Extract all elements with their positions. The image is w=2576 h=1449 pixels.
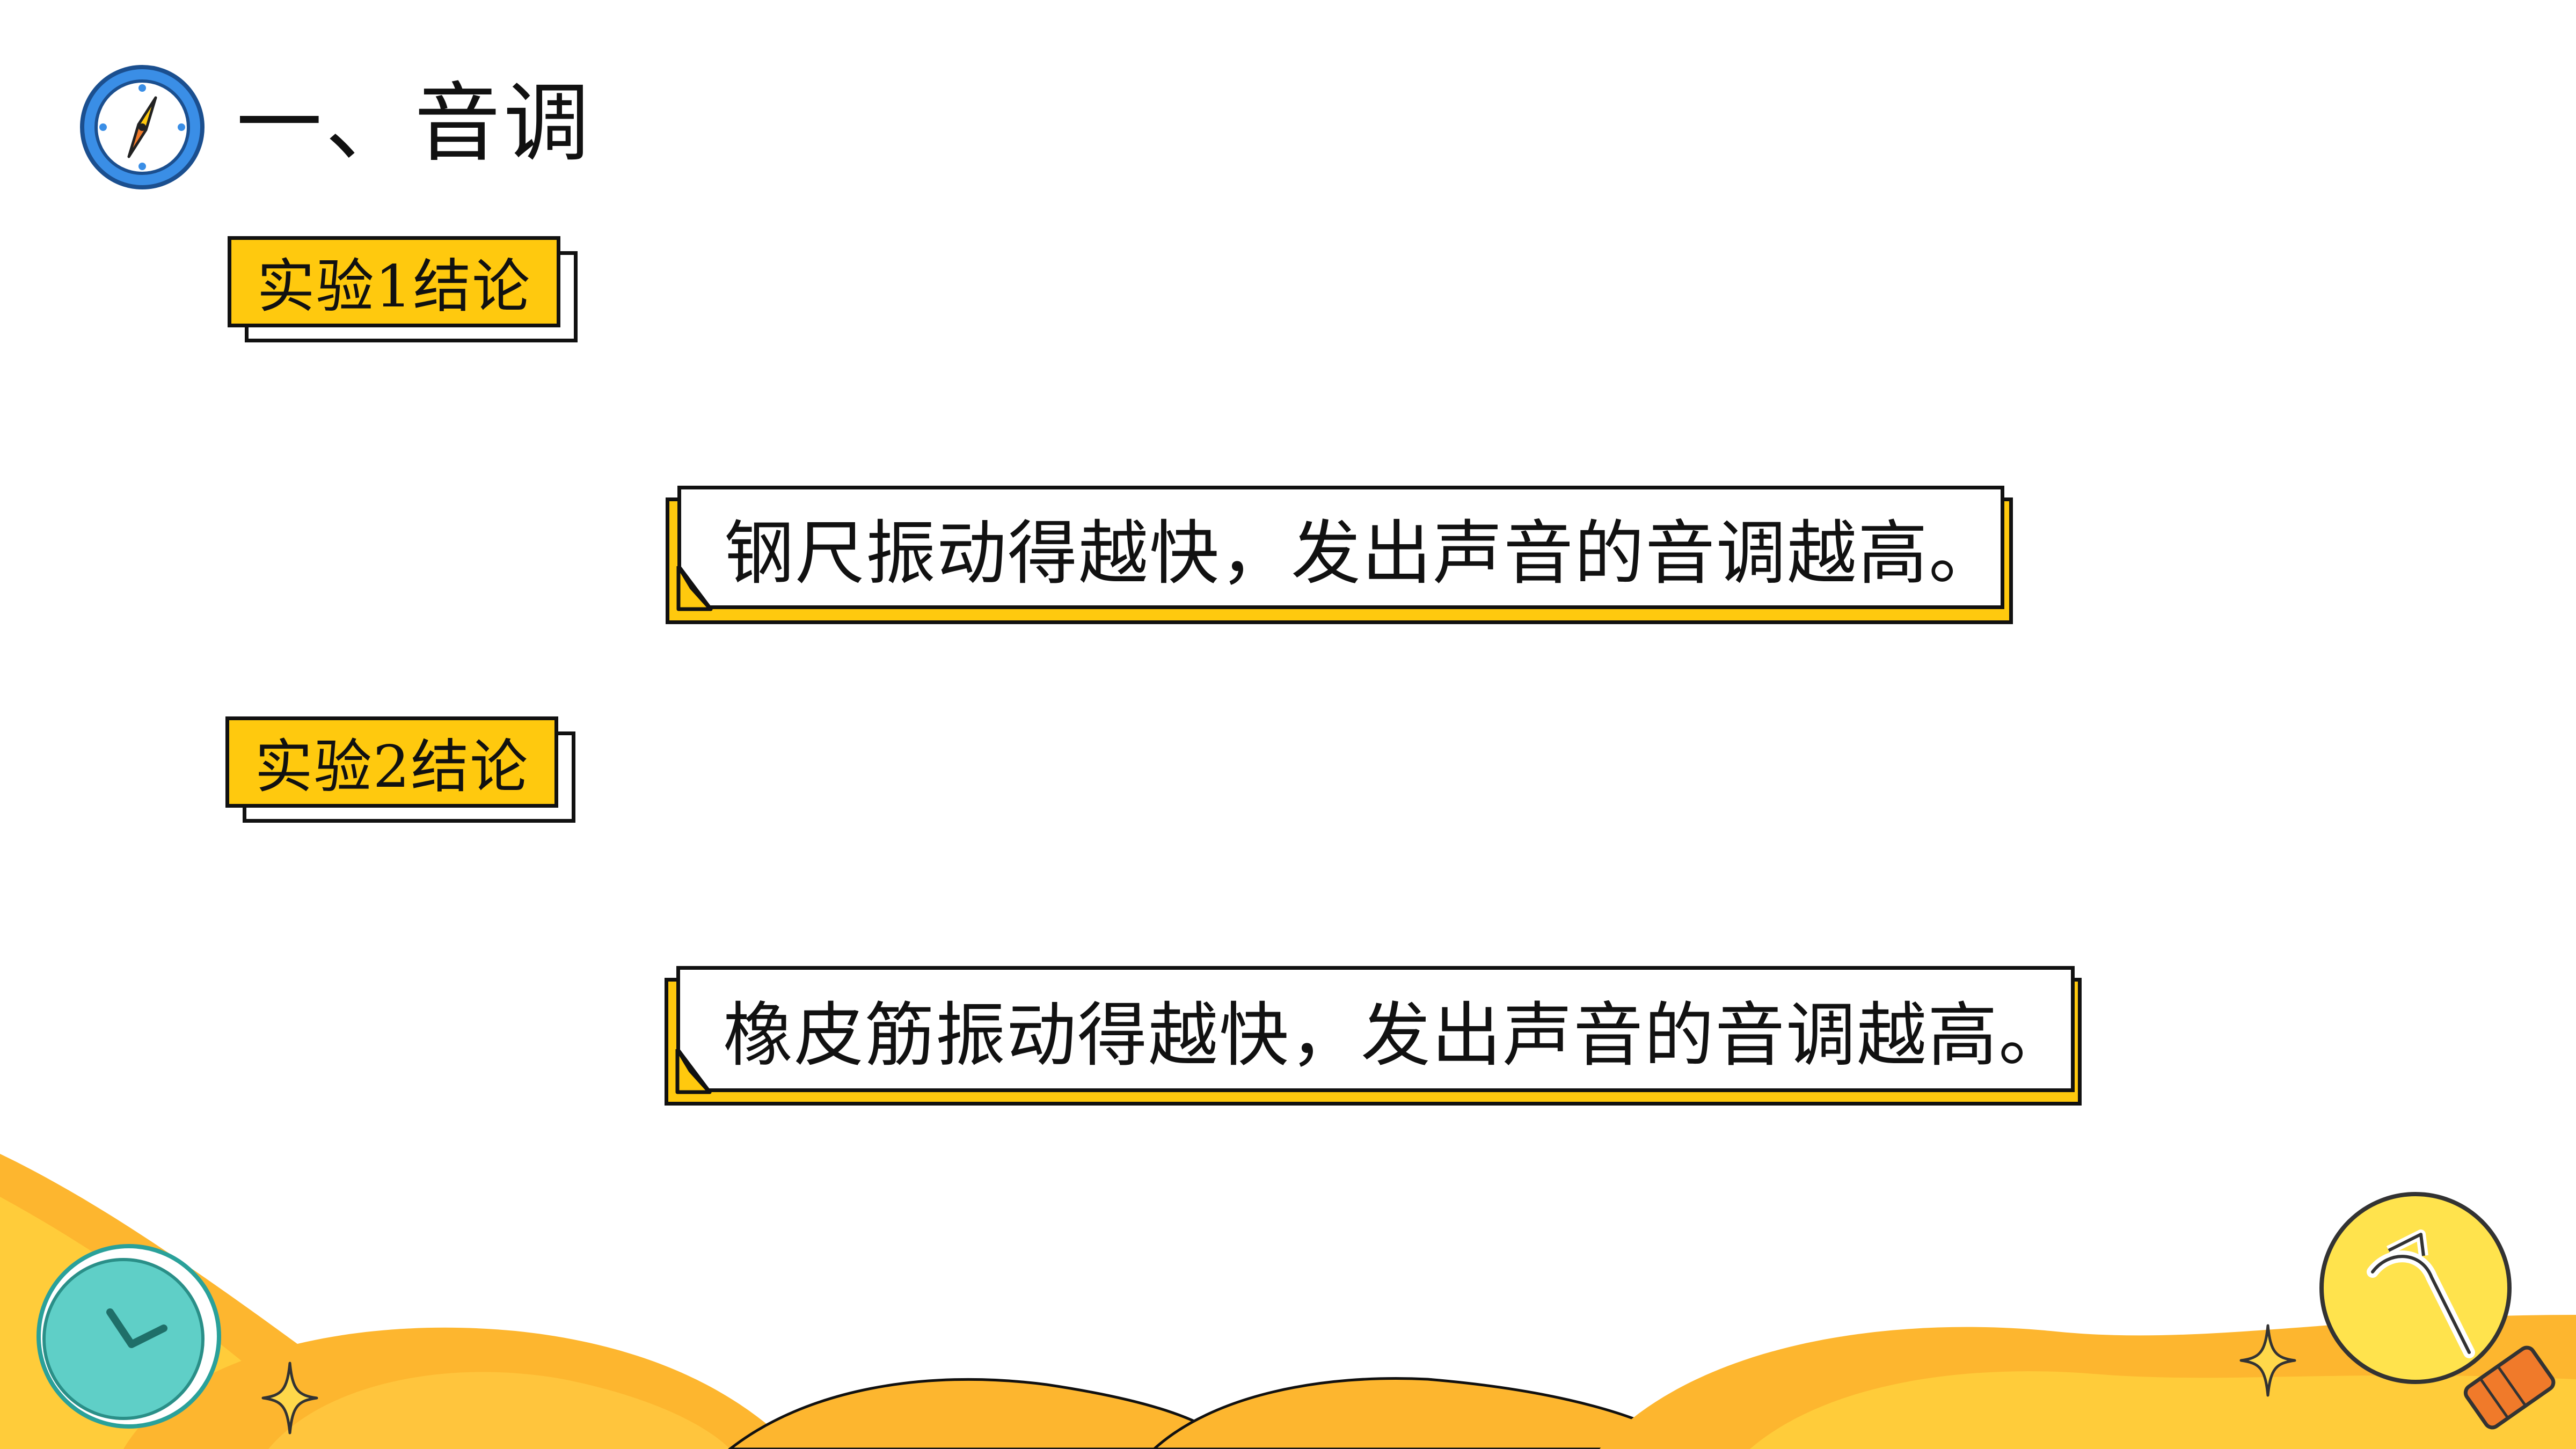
page-title: 一、音调: [236, 73, 593, 173]
experiment2-conclusion: 橡皮筋振动得越快，发出声音的音调越高。: [676, 966, 2075, 1092]
experiment1-conclusion: 钢尺振动得越快，发出声音的音调越高。: [677, 486, 2004, 609]
sparkle-icon: [261, 1362, 318, 1435]
page-fold-icon: [675, 1049, 712, 1094]
bottom-wave-decoration: [0, 1154, 2576, 1449]
compass-icon: [75, 60, 209, 194]
experiment2-label: 实验2结论: [225, 716, 558, 808]
clock-icon: [37, 1244, 221, 1429]
experiment2-label-tag: 实验2结论: [225, 716, 575, 823]
experiment1-label: 实验1结论: [228, 236, 560, 327]
experiment1-label-tag: 实验1结论: [228, 236, 578, 342]
page-fold-icon: [676, 566, 713, 611]
lightbulb-icon: [2319, 1192, 2556, 1430]
experiment1-conclusion-box: 钢尺振动得越快，发出声音的音调越高。: [666, 486, 2013, 624]
sparkle-icon: [2239, 1324, 2296, 1397]
experiment2-conclusion-box: 橡皮筋振动得越快，发出声音的音调越高。: [665, 966, 2082, 1106]
